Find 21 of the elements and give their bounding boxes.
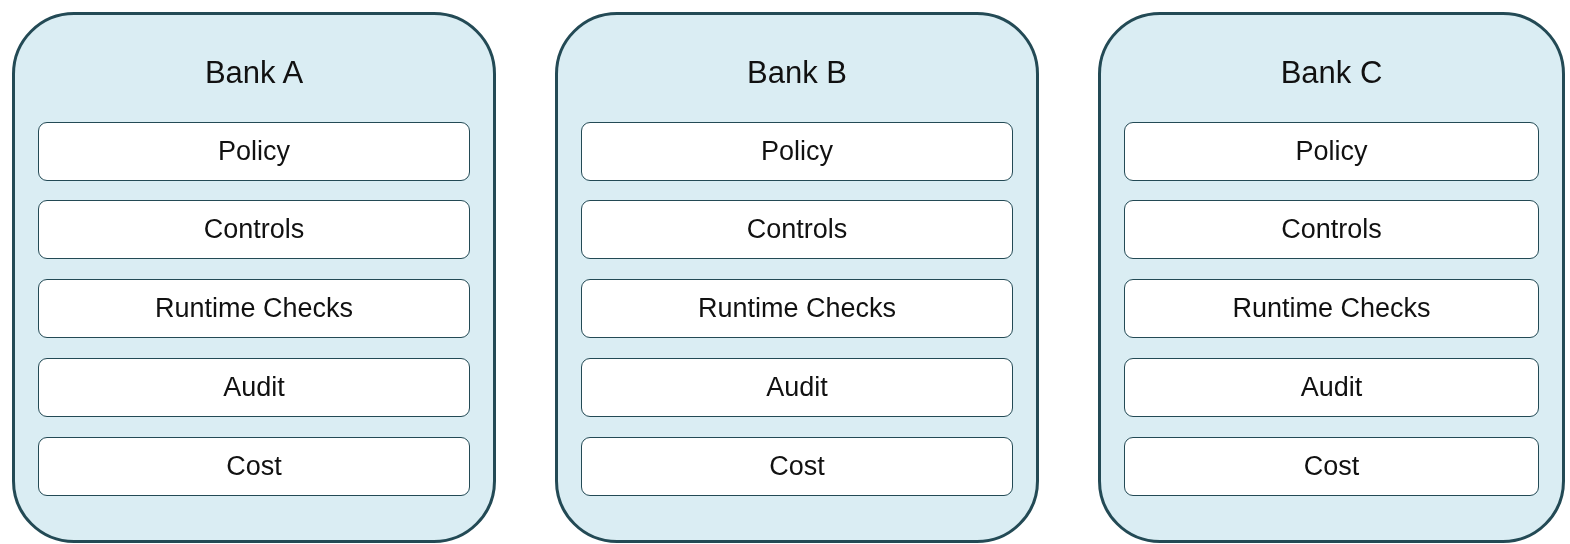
- layer-box: Audit: [1124, 358, 1539, 417]
- layer-box: Audit: [581, 358, 1013, 417]
- layer-box: Cost: [38, 437, 470, 496]
- layer-box: Controls: [38, 200, 470, 259]
- panel-title: Bank B: [746, 54, 848, 92]
- layer-box: Policy: [38, 122, 470, 181]
- panel-title: Bank A: [203, 54, 305, 92]
- panel-title: Bank C: [1279, 54, 1384, 92]
- layer-box: Runtime Checks: [38, 279, 470, 338]
- bank-panel: [555, 12, 1039, 543]
- layer-box: Audit: [38, 358, 470, 417]
- layer-box: Runtime Checks: [581, 279, 1013, 338]
- layer-box: Runtime Checks: [1124, 279, 1539, 338]
- layer-box: Policy: [581, 122, 1013, 181]
- layer-box: Policy: [1124, 122, 1539, 181]
- layer-box: Controls: [581, 200, 1013, 259]
- layer-box: Cost: [1124, 437, 1539, 496]
- bank-panel: [1098, 12, 1565, 543]
- layer-box: Cost: [581, 437, 1013, 496]
- bank-panel: [12, 12, 496, 543]
- layer-box: Controls: [1124, 200, 1539, 259]
